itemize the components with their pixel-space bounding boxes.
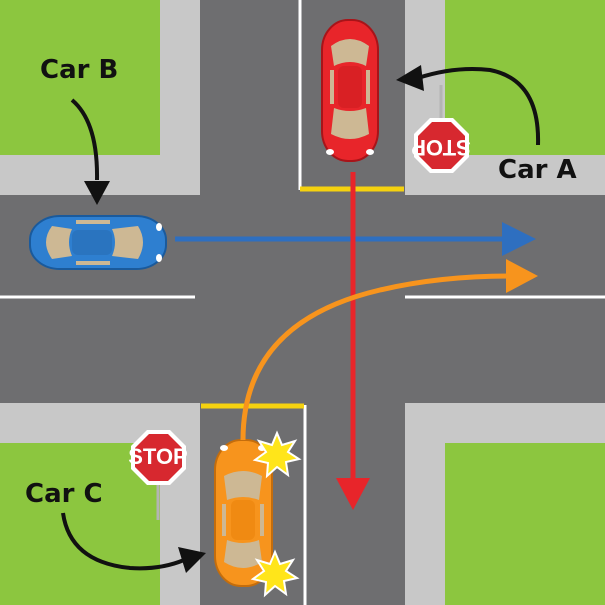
stop-sign-bottom-left: STOP	[128, 430, 188, 520]
car-c-orange	[214, 439, 273, 587]
label-car-b: Car B	[40, 55, 118, 85]
car-b-blue	[29, 215, 167, 270]
arrow-car-b-straight	[175, 222, 536, 256]
arrow-car-a-straight	[336, 172, 370, 510]
label-car-a: Car A	[498, 155, 577, 185]
collision-star-icon	[250, 549, 300, 598]
stop-sign-label: STOP	[411, 135, 471, 160]
pointer-car-c	[61, 512, 206, 573]
collision-star-icon	[252, 430, 302, 479]
curb-corners	[160, 155, 200, 195]
label-car-c: Car C	[25, 479, 103, 509]
pointer-car-a	[396, 65, 541, 146]
car-a-red	[321, 19, 379, 162]
pointer-car-b	[70, 98, 110, 205]
arrow-car-c-left-turn	[240, 259, 538, 441]
stop-sign-top-right: STOP	[411, 85, 471, 173]
stop-sign-label: STOP	[128, 444, 188, 469]
